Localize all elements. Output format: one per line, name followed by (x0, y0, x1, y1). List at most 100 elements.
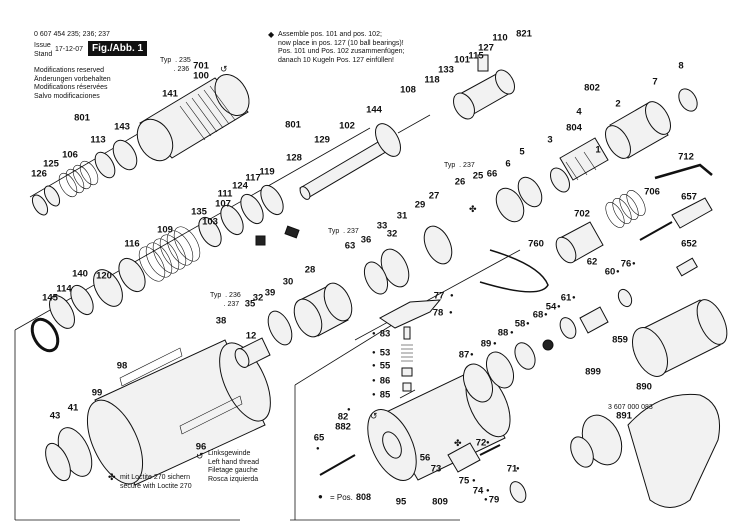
callout-96: 96 (195, 441, 207, 453)
spare-kit-number: 3 607 000 083 (608, 404, 653, 411)
callout-106: 106 (62, 149, 78, 161)
callout-3: 3 (547, 134, 553, 146)
variant-typ-237-b: Typ . 237 (328, 228, 359, 235)
valve-rings-87-89 (462, 339, 554, 403)
motor-housing-1 (86, 339, 271, 486)
dot-marker-88: ● (510, 330, 514, 336)
dot-marker-75: ● (472, 478, 476, 484)
callout-120: 120 (96, 270, 112, 282)
spring-row-109 (30, 184, 284, 353)
callout-115: 115 (468, 50, 484, 62)
callout-95: 95 (395, 496, 407, 508)
dot-marker-78: ● (449, 310, 453, 316)
callout-87: 87 (458, 349, 470, 361)
callout-5: 5 (519, 146, 525, 158)
callout-802: 802 (584, 82, 600, 94)
circled-arrow-symbol-icon: ↺ (196, 451, 204, 461)
callout-71: 71 (506, 463, 518, 475)
diamond-icon: ◆ (268, 30, 275, 39)
screwdriver-657 (639, 197, 713, 241)
dot-marker-61: ● (572, 295, 576, 301)
bearing-101 (453, 54, 515, 120)
callout-113: 113 (90, 134, 106, 146)
callout-39: 39 (264, 287, 276, 299)
dot-symbol-icon: ● (318, 492, 323, 501)
callout-98: 98 (116, 360, 128, 372)
dot-marker-87: ● (470, 352, 474, 358)
four-leaf-symbol-icon-56: ✤ (454, 438, 462, 448)
callout-25: 25 (472, 170, 484, 182)
dot-marker-77: ● (450, 293, 454, 299)
dot-marker-65: ● (316, 446, 320, 452)
spindle-102 (299, 114, 431, 200)
callout-54: 54 (545, 301, 557, 313)
dot-marker-83: ● (372, 331, 376, 337)
sleeve-assembly-141 (136, 74, 250, 162)
callout-801-b: 801 (285, 119, 301, 131)
hex-key-712 (654, 163, 713, 180)
callout-102: 102 (339, 120, 355, 132)
nipple-652 (676, 257, 698, 277)
dot-marker-68: ● (544, 312, 548, 318)
callout-72: 72 (475, 437, 487, 449)
callout-859: 859 (612, 334, 628, 346)
four-leaf-symbol-icon: ✤ (108, 472, 116, 482)
callout-701: 701 (193, 60, 209, 72)
callout-85: 85 (379, 389, 391, 401)
callout-821: 821 (516, 28, 532, 40)
callout-75: 75 (458, 475, 470, 487)
valve-stack (401, 326, 413, 392)
callout-109: 109 (157, 224, 173, 236)
labels-96-98 (119, 347, 243, 435)
gear-carrier-28 (293, 282, 353, 338)
callout-129: 129 (314, 134, 330, 146)
callout-4: 4 (576, 106, 582, 118)
dot-marker-71: ● (516, 466, 520, 472)
callout-26: 26 (454, 176, 466, 188)
callout-891: 891 (616, 410, 632, 422)
shaft-65 (319, 454, 356, 476)
valve-insert-54 (559, 288, 633, 339)
callout-103: 103 (202, 216, 218, 228)
callout-1: 1 (595, 144, 601, 156)
frame-lines (14, 79, 521, 521)
pos-number: 808 (356, 492, 372, 502)
callout-6: 6 (505, 158, 511, 170)
callout-899: 899 (585, 366, 601, 378)
figure-label: Fig./Abb. 1 (88, 41, 148, 56)
callout-65: 65 (313, 432, 325, 444)
callout-652: 652 (681, 238, 697, 250)
callout-38: 38 (215, 315, 227, 327)
dot-marker-72: ● (486, 440, 490, 446)
lever-77 (379, 299, 442, 329)
callout-43: 43 (49, 410, 61, 422)
callout-2: 2 (615, 98, 621, 110)
callout-760: 760 (528, 238, 544, 250)
callout-66: 66 (486, 168, 498, 180)
dot-marker-58: ● (526, 321, 530, 327)
callout-36: 36 (360, 234, 372, 246)
callout-82: 82 (337, 411, 349, 423)
callout-35: 35 (244, 298, 256, 310)
hose-760 (479, 249, 549, 293)
rings-106-125-126 (31, 139, 138, 216)
callout-83: 83 (379, 328, 391, 340)
dot-marker-54: ● (557, 304, 561, 310)
callout-7: 7 (652, 76, 658, 88)
callout-55: 55 (379, 360, 391, 372)
circled-arrow-symbol-icon-100: ↺ (220, 64, 228, 74)
ring-nut-41-43 (45, 427, 93, 482)
callout-101: 101 (454, 54, 470, 66)
callout-804: 804 (566, 122, 582, 134)
callout-63: 63 (344, 240, 356, 252)
callout-110: 110 (492, 32, 508, 44)
callout-73: 73 (430, 463, 442, 475)
callout-61: 61 (560, 292, 572, 304)
callout-712: 712 (678, 151, 694, 163)
ring-29 (423, 225, 453, 265)
end-plates-5-6 (495, 167, 570, 223)
callout-32-b: 32 (252, 292, 264, 304)
callout-62: 62 (586, 256, 598, 268)
dot-marker-85: ● (372, 392, 376, 398)
